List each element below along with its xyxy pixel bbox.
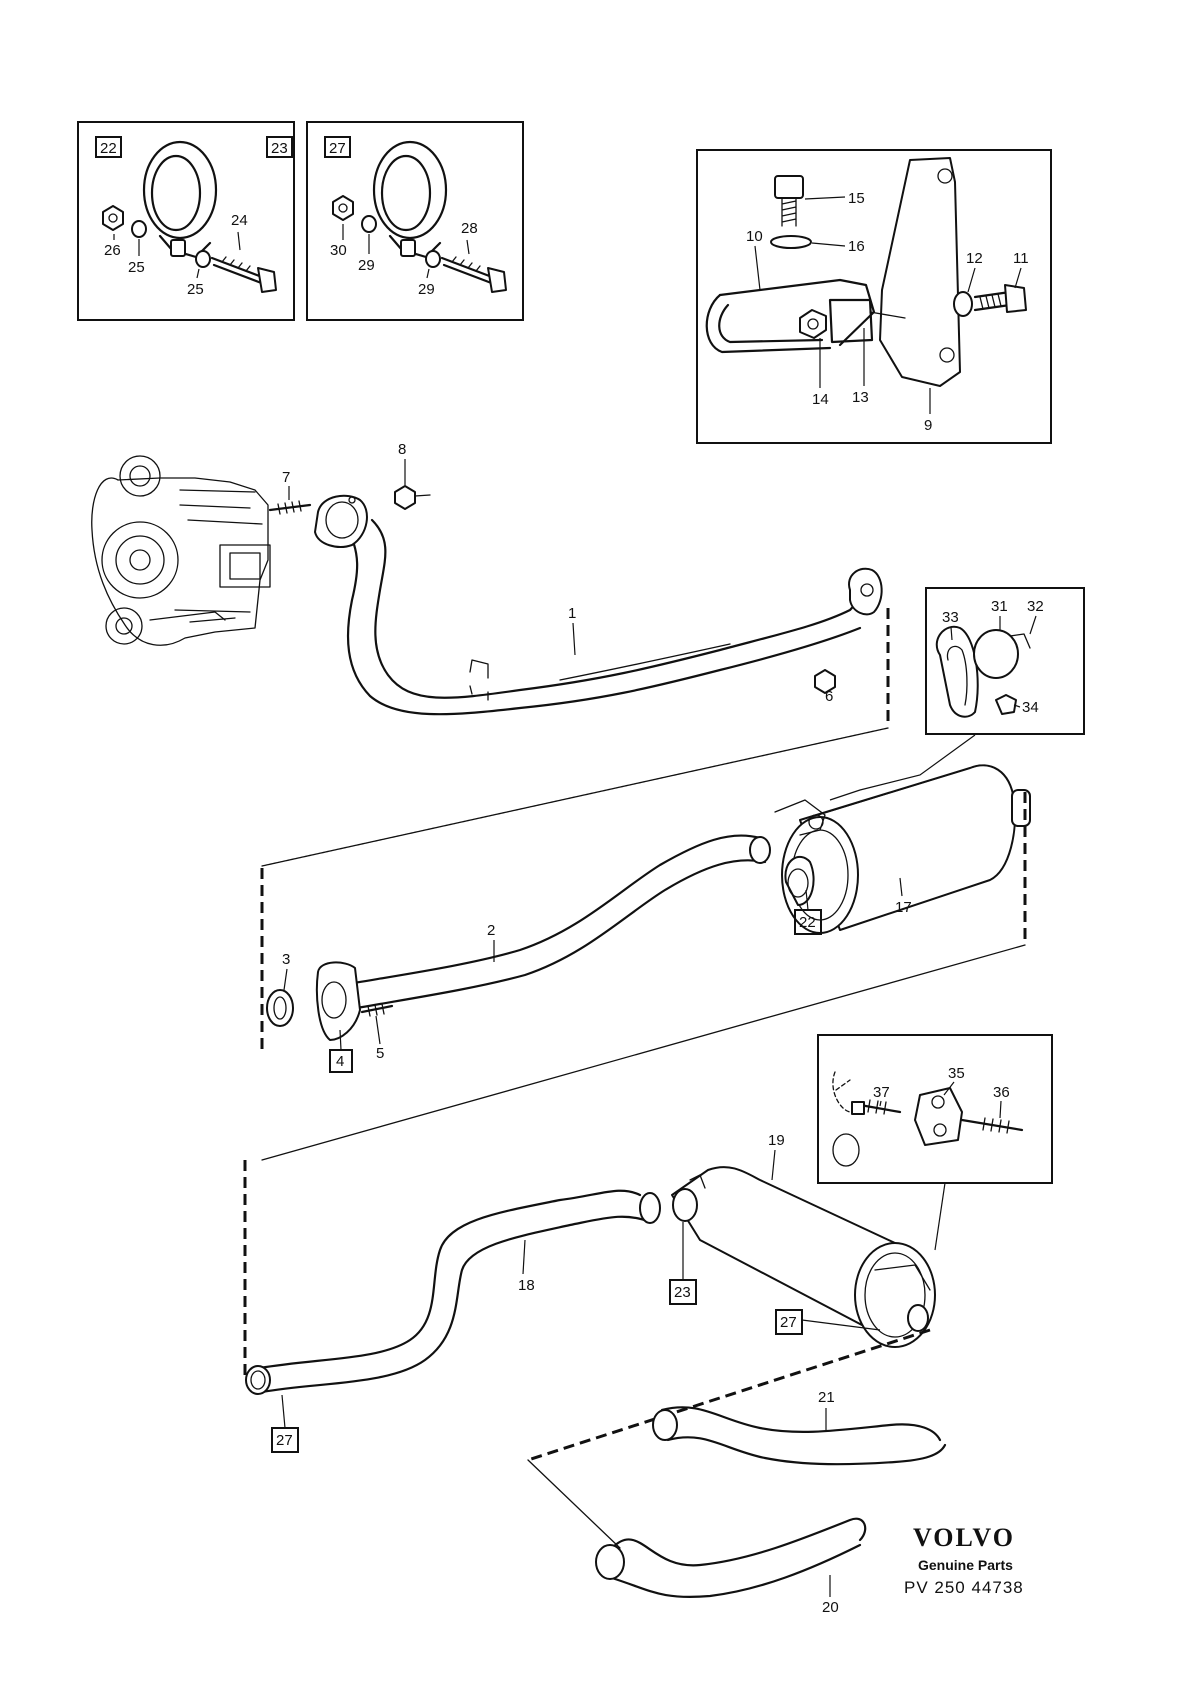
nut-8 [394, 485, 416, 510]
label-24: 24 [231, 212, 248, 229]
label-27-inset: 27 [329, 140, 346, 157]
label-8: 8 [398, 441, 406, 458]
inset-hanger-bracket: 37 35 36 [817, 1034, 1053, 1184]
inset-rubber-mount: 33 31 32 34 [925, 587, 1085, 735]
bolt-24 [210, 256, 277, 293]
label-30: 30 [330, 242, 347, 259]
label-7: 7 [282, 469, 290, 486]
flange-turbo-end [314, 494, 368, 548]
label-5: 5 [376, 1045, 384, 1062]
label-34: 34 [1022, 699, 1039, 716]
label-33: 33 [942, 609, 959, 626]
label-35: 35 [948, 1065, 965, 1082]
label-28: 28 [461, 220, 478, 237]
bracket-9 [879, 157, 961, 387]
nut-26 [102, 205, 124, 231]
label-14: 14 [812, 391, 829, 408]
washer-29-right [425, 250, 441, 268]
silencer-19 [671, 1166, 936, 1348]
inset-bracket-assembly: 15 16 10 12 11 14 13 9 [696, 149, 1052, 444]
label-6: 6 [825, 688, 833, 705]
label-20: 20 [822, 1599, 839, 1616]
label-4: 4 [336, 1053, 344, 1070]
label-1: 1 [568, 605, 576, 622]
label-26: 26 [104, 242, 121, 259]
dashed-join-tail [527, 1328, 931, 1462]
nut-6 [814, 669, 836, 694]
intermediate-pipe-2 [340, 834, 771, 1012]
label-15: 15 [848, 190, 865, 207]
label-21: 21 [818, 1389, 835, 1406]
label-29-left: 29 [358, 257, 375, 274]
inset-clamp-27: 27 30 29 29 28 [306, 121, 524, 321]
label-18: 18 [518, 1277, 535, 1294]
tail-pipe-21 [652, 1406, 947, 1466]
turbocharger-illustration [91, 455, 271, 646]
label-2: 2 [487, 922, 495, 939]
v-clamp-right-illustration [372, 140, 448, 259]
label-32: 32 [1027, 598, 1044, 615]
nut-14 [799, 309, 827, 339]
label-17: 17 [895, 899, 912, 916]
label-3: 3 [282, 951, 290, 968]
label-31: 31 [991, 598, 1008, 615]
silencer-17 [774, 764, 1031, 934]
brand-logo: VOLVO [913, 1523, 1015, 1552]
label-22-inset: 22 [100, 140, 117, 157]
label-13: 13 [852, 389, 869, 406]
flange-pipe-2 [266, 961, 394, 1041]
label-19: 19 [768, 1132, 785, 1149]
bolt-15 [774, 175, 804, 227]
connector-line-tail [527, 1459, 621, 1549]
label-12: 12 [966, 250, 983, 267]
connector-line-1-2 [261, 727, 889, 867]
label-10: 10 [746, 228, 763, 245]
washer-29-left [361, 215, 377, 233]
washer-25-right [195, 250, 211, 268]
label-16: 16 [848, 238, 865, 255]
brand-tagline: Genuine Parts [918, 1557, 1013, 1573]
label-25-left: 25 [128, 259, 145, 276]
v-clamp-left-illustration [142, 140, 218, 259]
label-9: 9 [924, 417, 932, 434]
front-pipe-1 [343, 518, 872, 716]
label-27-right: 27 [780, 1314, 797, 1331]
leader-mount-to-silencer [829, 734, 976, 801]
rear-pipe-18 [245, 1189, 661, 1395]
stud-7 [268, 500, 312, 515]
label-29-right: 29 [418, 281, 435, 298]
washer-25-left [131, 220, 147, 238]
label-25-right: 25 [187, 281, 204, 298]
label-22: 22 [799, 914, 816, 931]
connector-line-2-3 [261, 944, 1026, 1161]
tail-pipe-20 [595, 1517, 867, 1598]
bolt-11 [973, 284, 1027, 313]
label-36: 36 [993, 1084, 1010, 1101]
label-37: 37 [873, 1084, 890, 1101]
gasket-3 [266, 989, 294, 1027]
washer-16 [770, 235, 812, 249]
flange-rear-end [848, 567, 883, 616]
leader-bracket-to-silencer [934, 1182, 946, 1251]
label-23-inset: 23 [271, 140, 288, 157]
washer-12 [953, 291, 973, 317]
nut-30 [332, 195, 354, 221]
label-27-left: 27 [276, 1432, 293, 1449]
label-23: 23 [674, 1284, 691, 1301]
inset-clamp-22-23: 22 23 26 25 25 24 [77, 121, 295, 321]
part-number: PV 250 44738 [904, 1578, 1024, 1597]
bolt-28 [440, 256, 507, 293]
volvo-genuine-parts-block: VOLVO Genuine Parts PV 250 44738 [904, 1523, 1024, 1597]
label-11: 11 [1013, 250, 1029, 267]
